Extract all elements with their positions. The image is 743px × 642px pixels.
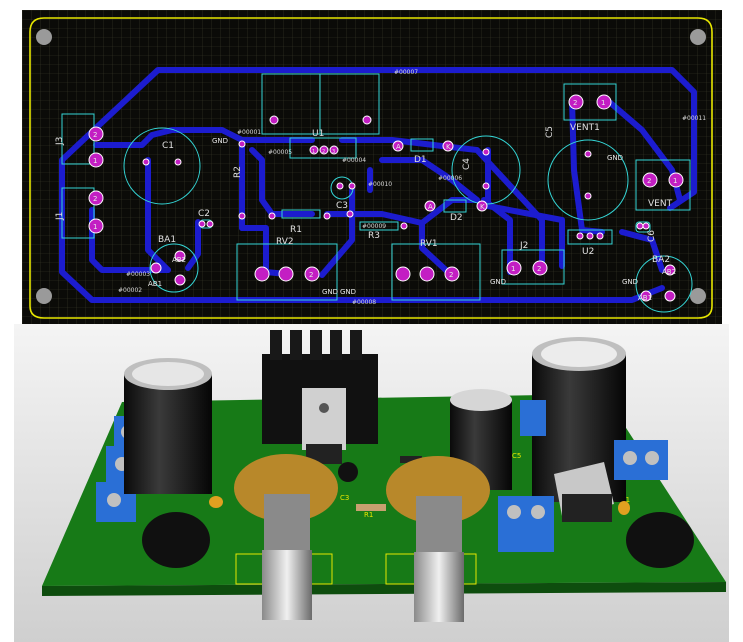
label-rv1: RV1: [420, 239, 438, 249]
board-outline: [29, 17, 713, 319]
pad-label-j3-1: 1: [93, 157, 97, 165]
pad-label-j3-2: 2: [93, 131, 97, 139]
pad-label-vent-1: 1: [673, 177, 677, 185]
mount-hole-br: [690, 288, 706, 304]
resistor-r1: [356, 504, 386, 511]
pad-label-ab1-left: AB1: [148, 280, 162, 288]
label-c5: C5: [545, 126, 555, 138]
pad-label-gnd-3: GND: [322, 288, 338, 296]
buzzer-ba1: [142, 512, 210, 568]
label-c2: C2: [198, 209, 210, 219]
label-d2: D2: [450, 213, 463, 223]
label-c4: C4: [462, 158, 472, 170]
traces: [59, 67, 697, 303]
pad-label-ab2-left: AB2: [172, 256, 186, 264]
mount-hole-bl: [36, 288, 52, 304]
label-c1: C1: [162, 141, 174, 151]
pad-label-gnd-5: GND: [490, 278, 506, 286]
pad-label-gnd-6: GND: [622, 278, 638, 286]
pad-label-rv1-2: 2: [449, 271, 453, 279]
silkscreen: [61, 73, 693, 313]
net-label-00005: #00005: [268, 149, 292, 156]
label-j1: J1: [55, 212, 65, 221]
pad-label-vent1-1: 1: [601, 99, 605, 107]
net-label-00010: #00010: [368, 181, 392, 188]
pad-label-rv2-2: 2: [309, 271, 313, 279]
silk-c5: C5: [512, 452, 521, 460]
pad-label-j2-1: 1: [511, 265, 515, 273]
label-j3: J3: [55, 137, 65, 146]
net-label-00004: #00004: [342, 157, 366, 164]
silk-r1: R1: [364, 511, 373, 519]
potentiometer-rv1: [386, 456, 490, 622]
net-label-00006: #00006: [438, 175, 462, 182]
pads: [88, 94, 684, 302]
label-ba2: BA2: [652, 255, 670, 265]
pad-label-gnd-4: GND: [340, 288, 356, 296]
label-r2: R2: [233, 166, 243, 178]
capacitor-c2: [209, 496, 223, 508]
pad-label-vent-2: 2: [647, 177, 651, 185]
potentiometer-rv2: [234, 454, 338, 620]
3d-render-view: C3 R1 BA1 U2 C5: [14, 324, 729, 642]
pad-label-a-1: A: [396, 143, 401, 151]
pad-label-gnd-2: GND: [607, 154, 623, 162]
silk-c3: C3: [340, 494, 349, 502]
label-rv2: RV2: [276, 237, 294, 247]
pad-label-k-1: K: [446, 143, 451, 151]
net-label-00001: #00001: [237, 129, 261, 136]
buzzer-ba2: [626, 512, 694, 568]
mount-hole-tr: [690, 29, 706, 45]
pad-label-a-2: A: [428, 203, 433, 211]
capacitor-c1: [124, 358, 212, 494]
label-r1: R1: [290, 225, 302, 235]
terminal-blocks-right: [520, 400, 668, 480]
label-u2: U2: [582, 247, 594, 257]
capacitor-c6: [618, 501, 630, 515]
label-d1: D1: [414, 155, 427, 165]
pad-label-u1-1: 1: [312, 149, 315, 155]
terminal-block-j2: [498, 496, 554, 552]
net-label-top: #00007: [394, 69, 418, 76]
label-r3: R3: [368, 231, 380, 241]
pad-label-u1-2: 2: [322, 149, 325, 155]
mount-hole-tl: [36, 29, 52, 45]
diode-d1: [400, 456, 422, 463]
pcb-layout-view: J3 J1 C1 C2 C3 C4 C5 C6 R1 R2 R3 D1 D2 U…: [22, 10, 722, 326]
label-vent1: VENT1: [570, 123, 600, 133]
pad-label-vent1-2: 2: [573, 99, 577, 107]
net-label-00009: #00009: [362, 223, 386, 230]
pad-label-ab1-right: AB1: [638, 294, 652, 302]
pad-label-j1-2: 2: [93, 195, 97, 203]
net-label-00002: #00002: [118, 287, 142, 294]
pad-label-j1-1: 1: [93, 223, 97, 231]
net-label-00011: #00011: [682, 115, 706, 122]
pad-label-k-2: K: [480, 203, 485, 211]
pad-label-u1-3: 3: [332, 149, 335, 155]
label-c6: C6: [647, 230, 657, 242]
label-vent: VENT: [648, 199, 673, 209]
pad-label-gnd-1: GND: [212, 137, 228, 145]
pcb-board-edge: [42, 582, 726, 596]
label-u1: U1: [312, 129, 324, 139]
net-label-bottom: #00008: [352, 299, 376, 306]
label-c3: C3: [336, 201, 348, 211]
pad-label-j2-2: 2: [537, 265, 541, 273]
pad-label-ab2-right: AB2: [662, 268, 676, 276]
label-ba1: BA1: [158, 235, 176, 245]
heatsink-u1: [262, 330, 378, 464]
net-label-00003: #00003: [126, 271, 150, 278]
capacitor-c3: [338, 462, 358, 482]
label-j2: J2: [519, 241, 528, 251]
regulator-u2: [554, 462, 614, 522]
